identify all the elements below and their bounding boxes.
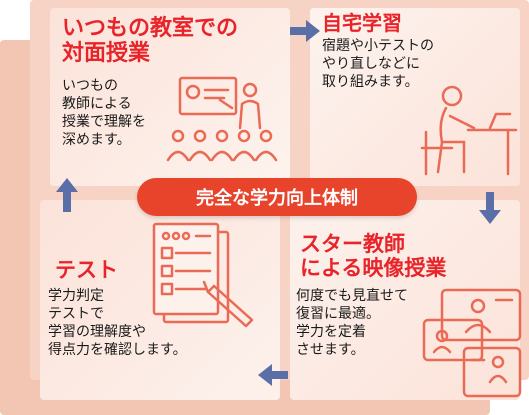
classroom-title: いつもの教室での 対面授業 [62,16,238,67]
classroom-lecture-icon [166,76,278,162]
video-body: 何度でも見直せて 復習に最適。 学力を定着 させます。 [296,288,408,358]
home-study-title: 自宅学習 [322,11,402,35]
classroom-title-line1: いつもの教室での [62,16,239,41]
flow-arrow-icon [290,20,320,42]
video-title: スター教師 による映像授業 [300,232,446,280]
home-study-icon [420,85,518,176]
flow-arrow-icon [479,192,501,224]
test-title: テスト [55,258,118,282]
classroom-body: いつもの 教師による 授業で理解を 深めます。 [62,78,146,148]
video-title-line1: スター教師 [300,232,405,256]
classroom-title-line2: 対面授業 [62,41,151,67]
video-lesson-icon [422,288,522,398]
test-body: 学力判定 テストで 学習の理解度や 得点力を確認します。 [48,288,187,358]
card-home-study [310,8,520,186]
test-paper-icon [152,222,254,328]
flow-arrow-icon [258,364,288,386]
video-title-line2: による映像授業 [300,256,447,281]
flow-arrow-icon [56,178,78,212]
banner: 完全な学力向上体制 [137,178,417,216]
home-study-body: 宿題や小テストの やり直しなどに 取り組みます。 [322,38,434,90]
